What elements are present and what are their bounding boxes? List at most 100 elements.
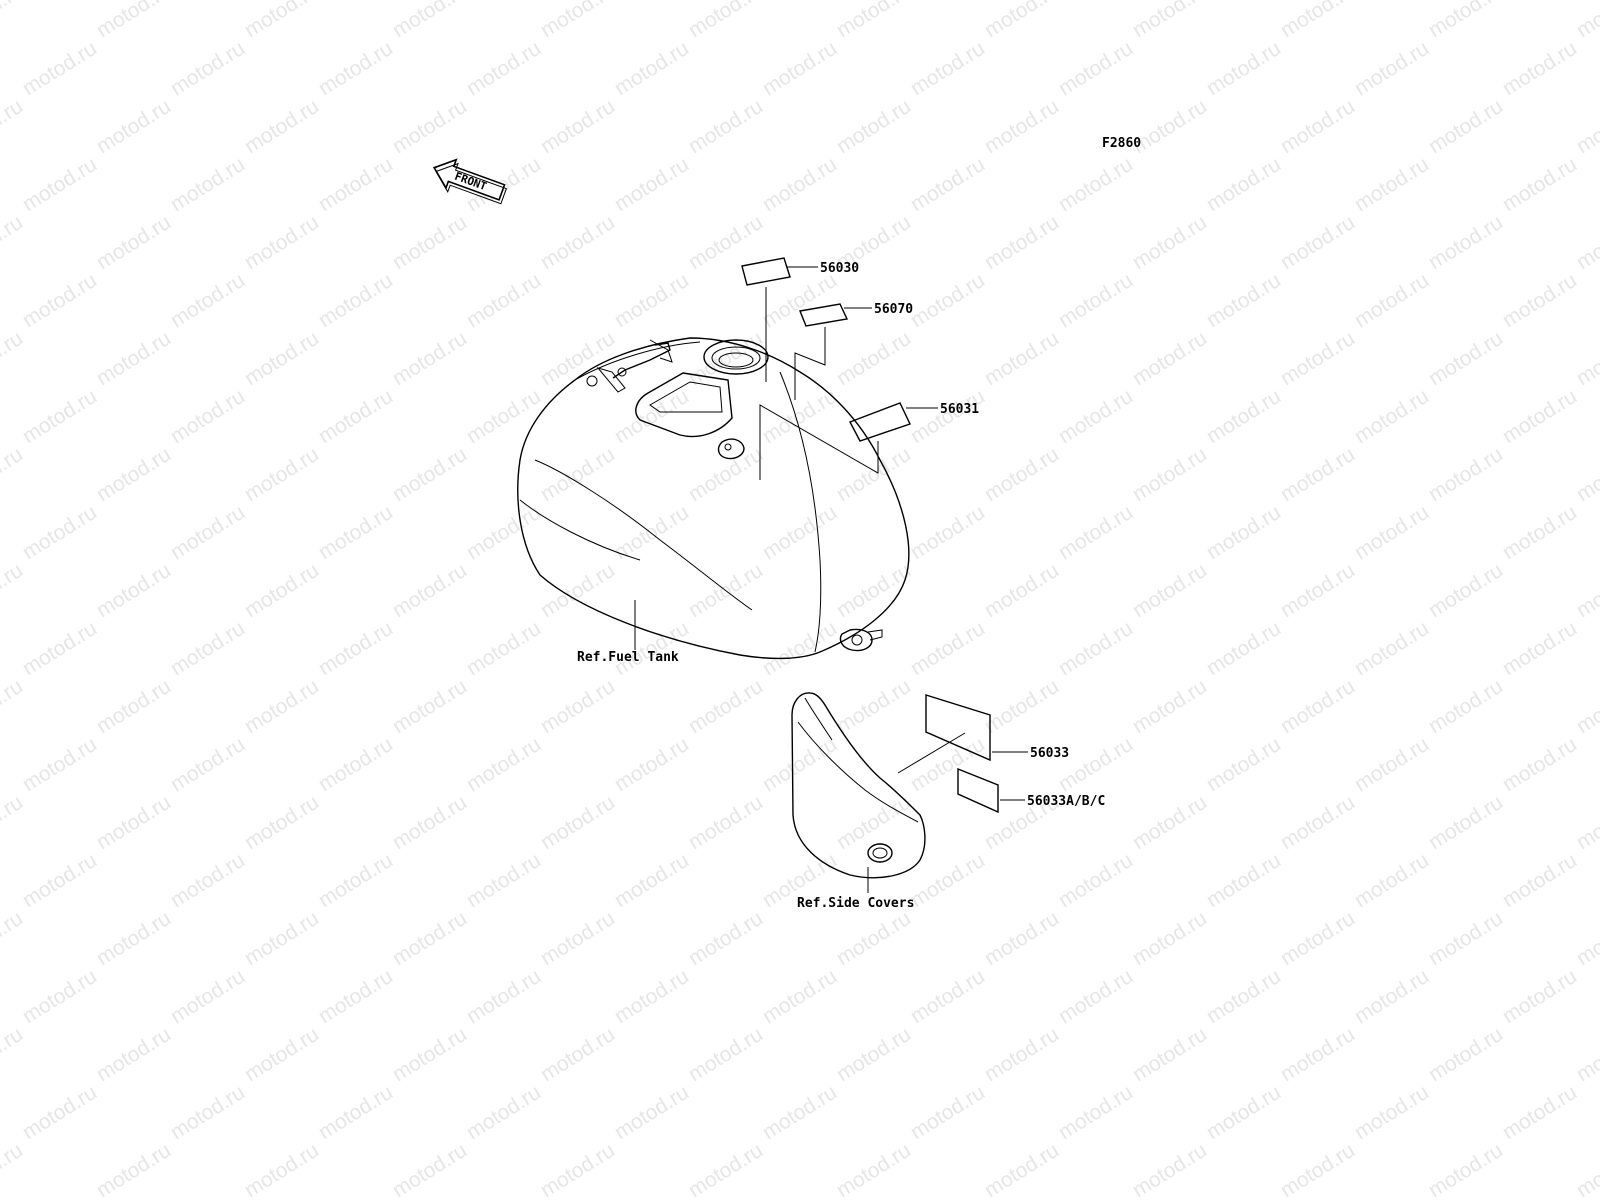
watermark-text: motod.ru	[18, 153, 100, 216]
watermark-text: motod.ru	[1350, 965, 1432, 1028]
watermark-text: motod.ru	[0, 1023, 27, 1086]
watermark-text: motod.ru	[166, 849, 248, 912]
watermark-text: motod.ru	[684, 1139, 766, 1200]
watermark-text: motod.ru	[536, 559, 618, 622]
watermark-text: motod.ru	[388, 327, 470, 390]
watermark-text: motod.ru	[1350, 1081, 1432, 1144]
watermark-text: motod.ru	[388, 907, 470, 970]
watermark-text: motod.ru	[980, 211, 1062, 274]
watermark-text: motod.ru	[388, 559, 470, 622]
watermark-text: motod.ru	[1202, 153, 1284, 216]
watermark-text: motod.ru	[906, 849, 988, 912]
watermark-text: motod.ru	[1572, 327, 1600, 390]
watermark-text: motod.ru	[92, 1023, 174, 1086]
watermark-text: motod.ru	[684, 791, 766, 854]
watermark-text: motod.ru	[314, 849, 396, 912]
watermark-text: motod.ru	[980, 559, 1062, 622]
watermark-text: motod.ru	[0, 791, 27, 854]
watermark-text: motod.ru	[1202, 733, 1284, 796]
watermark-text: motod.ru	[388, 1023, 470, 1086]
watermark-text: motod.ru	[462, 269, 544, 332]
watermark-text: motod.ru	[1572, 1139, 1600, 1200]
watermark-text: motod.ru	[1424, 907, 1506, 970]
watermark-text: motod.ru	[18, 385, 100, 448]
watermark-text: motod.ru	[758, 385, 840, 448]
watermark-text: motod.ru	[388, 443, 470, 506]
watermark-text: motod.ru	[1202, 617, 1284, 680]
watermark-text: motod.ru	[1572, 559, 1600, 622]
watermark-text: motod.ru	[1276, 675, 1358, 738]
watermark-text: motod.ru	[240, 1023, 322, 1086]
watermark-text: motod.ru	[1054, 849, 1136, 912]
watermark-text: motod.ru	[388, 675, 470, 738]
watermark-text: motod.ru	[1054, 37, 1136, 100]
watermark-text: motod.ru	[610, 733, 692, 796]
watermark-text: motod.ru	[610, 385, 692, 448]
watermark-text: motod.ru	[536, 443, 618, 506]
watermark-text: motod.ru	[906, 37, 988, 100]
watermark-text: motod.ru	[1128, 1139, 1210, 1200]
watermark-text: motod.ru	[684, 1023, 766, 1086]
figure-code: F2860	[1102, 136, 1141, 151]
watermark-text: motod.ru	[758, 965, 840, 1028]
watermark-text: motod.ru	[240, 95, 322, 158]
part-number-56033: 56033	[1030, 746, 1069, 761]
watermark-text: motod.ru	[832, 907, 914, 970]
watermark-text: motod.ru	[1350, 153, 1432, 216]
watermark-text: motod.ru	[1350, 849, 1432, 912]
watermark-text: motod.ru	[1202, 1081, 1284, 1144]
watermark-text: motod.ru	[388, 0, 470, 42]
watermark-text: motod.ru	[1054, 269, 1136, 332]
watermark-text: motod.ru	[1276, 1139, 1358, 1200]
watermark-text: motod.ru	[1276, 327, 1358, 390]
ref-side-covers-label: Ref.Side Covers	[797, 896, 914, 911]
watermark-text: motod.ru	[240, 907, 322, 970]
watermark-text: motod.ru	[166, 1081, 248, 1144]
watermark-text: motod.ru	[610, 965, 692, 1028]
watermark-text: motod.ru	[0, 327, 27, 390]
fuel-tank-drawing	[517, 337, 910, 660]
watermark-text: motod.ru	[1498, 153, 1580, 216]
watermark-text: motod.ru	[92, 443, 174, 506]
watermark-text: motod.ru	[1572, 1023, 1600, 1086]
watermark-text: motod.ru	[314, 37, 396, 100]
watermark-text: motod.ru	[240, 791, 322, 854]
watermark-text: motod.ru	[0, 211, 27, 274]
watermark-text: motod.ru	[684, 443, 766, 506]
watermark-text: motod.ru	[92, 675, 174, 738]
watermark-text: motod.ru	[0, 1139, 27, 1200]
watermark-text: motod.ru	[1128, 559, 1210, 622]
watermark-text: motod.ru	[1128, 327, 1210, 390]
part-number-56031: 56031	[940, 402, 979, 417]
part-number-56070: 56070	[874, 302, 913, 317]
watermark-text: motod.ru	[462, 385, 544, 448]
watermark-text: motod.ru	[314, 1081, 396, 1144]
watermark-text: motod.ru	[1276, 791, 1358, 854]
watermark-text: motod.ru	[1498, 501, 1580, 564]
watermark-text: motod.ru	[18, 965, 100, 1028]
watermark-text: motod.ru	[1054, 385, 1136, 448]
watermark-text: motod.ru	[1128, 0, 1210, 42]
watermark-text: motod.ru	[1498, 269, 1580, 332]
watermark-text: motod.ru	[166, 37, 248, 100]
watermark-text: motod.ru	[1498, 849, 1580, 912]
watermark-text: motod.ru	[92, 1139, 174, 1200]
watermark-text: motod.ru	[1350, 617, 1432, 680]
watermark-text: motod.ru	[462, 501, 544, 564]
watermark-text: motod.ru	[684, 211, 766, 274]
watermark-text: motod.ru	[980, 1139, 1062, 1200]
watermark-text: motod.ru	[462, 1081, 544, 1144]
watermark-text: motod.ru	[906, 501, 988, 564]
watermark-text: motod.ru	[980, 675, 1062, 738]
decal-56033	[925, 694, 991, 762]
watermark-text: motod.ru	[18, 617, 100, 680]
watermark-text: motod.ru	[314, 385, 396, 448]
watermark-text: motod.ru	[536, 1139, 618, 1200]
watermark-text: motod.ru	[1572, 443, 1600, 506]
watermark-text: motod.ru	[684, 907, 766, 970]
watermark-text: motod.ru	[462, 733, 544, 796]
watermark-text: motod.ru	[1424, 675, 1506, 738]
watermark-text: motod.ru	[1202, 269, 1284, 332]
watermark-text: motod.ru	[462, 965, 544, 1028]
